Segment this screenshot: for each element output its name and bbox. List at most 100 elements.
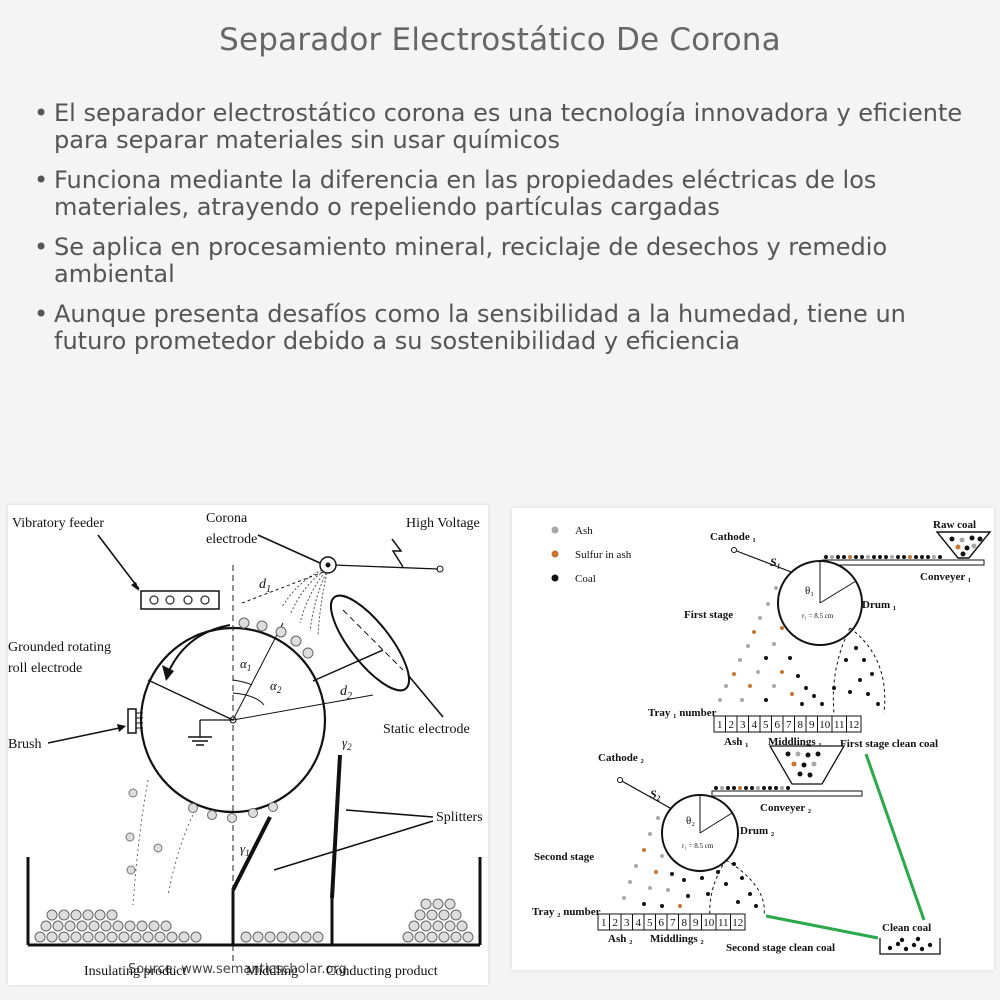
- bullet-list: El separador electrostático corona es un…: [34, 100, 964, 368]
- corona-separator-svg: Vibratory feeder Corona electrode High V…: [8, 511, 483, 979]
- label-corona: Corona: [206, 511, 248, 526]
- clean-coal-bin: [879, 938, 941, 955]
- gamma1-label: γ1: [240, 841, 250, 858]
- tray-cell-label: 5: [647, 917, 653, 929]
- clean-coal-particles: [887, 936, 933, 952]
- arrow-second-clean: [765, 914, 879, 940]
- tray-cell-label: 6: [659, 917, 665, 929]
- label-second-clean: Second stage clean coal: [726, 942, 835, 954]
- tray-cell-label: 12: [848, 719, 859, 731]
- label-brush: Brush: [8, 737, 41, 752]
- arrow-corona: [257, 534, 321, 564]
- tray-cell-label: 4: [752, 719, 758, 731]
- falling-particles: [125, 788, 163, 875]
- arrow-first-clean: [864, 753, 926, 921]
- label-theta-1: θ₁: [805, 585, 814, 597]
- tray-cell-label: 11: [834, 719, 845, 731]
- tray-cell-label: 8: [682, 917, 688, 929]
- label-conveyer-2: Conveyer ₂: [760, 802, 812, 814]
- legend-coal-swatch: [551, 574, 559, 582]
- label-r2: r₁ = 8.5 cm: [682, 842, 714, 850]
- corona-separator-diagram: Vibratory feeder Corona electrode High V…: [8, 505, 488, 985]
- tray-cell: [846, 715, 862, 733]
- label-r1: r₁ = 8.5 cm: [802, 612, 834, 620]
- page-title: Separador Electrostático De Corona: [219, 22, 781, 58]
- label-s1: S₁: [770, 555, 781, 569]
- static-electrode: [329, 594, 411, 692]
- label-drum-1: Drum ₁: [862, 599, 896, 611]
- clean-coal-boundary-2: [725, 859, 765, 917]
- label-grounded-2: roll electrode: [8, 661, 82, 676]
- tray-cell-label: 5: [763, 719, 769, 731]
- tray-cell-label: 11: [718, 917, 729, 929]
- brush-holder: [127, 708, 137, 734]
- d1-line: [241, 570, 327, 604]
- bullet-item: Aunque presenta desafíos como la sensibi…: [34, 301, 964, 355]
- label-tray-2: Tray ₂ number: [532, 906, 601, 918]
- tray-cell-label: 10: [819, 719, 831, 731]
- tray-cell-label: 3: [740, 719, 746, 731]
- d2-arrow: [312, 649, 384, 682]
- tray-cell-label: 2: [613, 917, 619, 929]
- label-cathode-1: Cathode ₁: [710, 531, 756, 543]
- brush-bristles: [136, 712, 143, 729]
- arrow-feeder: [97, 534, 140, 590]
- label-high-voltage: High Voltage: [406, 516, 480, 531]
- tray-cell-label: 6: [775, 719, 781, 731]
- label-ash-2: Ash ₂: [608, 933, 633, 945]
- legend-ash: Ash: [575, 525, 593, 537]
- alpha2-line: [232, 694, 374, 721]
- middling-pile: [240, 931, 324, 943]
- label-insulating: Insulating product: [84, 964, 186, 979]
- arrow-splitter-1: [273, 820, 434, 871]
- label-middling: Middling: [246, 964, 298, 979]
- label-conducting: Conducting product: [326, 964, 438, 979]
- tray-cell-label: 10: [703, 917, 715, 929]
- tray-cell-label: 3: [624, 917, 630, 929]
- label-tray-1: Tray ₁ number: [648, 707, 717, 719]
- two-stage-svg: Ash Sulfur in ash Coal Raw coal Conveyer…: [532, 519, 992, 955]
- conducting-pile: [402, 898, 474, 943]
- bullet-item: El separador electrostático corona es un…: [34, 100, 964, 154]
- label-static-electrode: Static electrode: [383, 722, 470, 737]
- label-ash-1: Ash ₁: [724, 736, 748, 748]
- tray-cell-label: 4: [636, 917, 642, 929]
- label-s2: S₂: [650, 787, 661, 801]
- tray-cell-label: 9: [809, 719, 815, 731]
- label-drum-2: Drum ₂: [740, 825, 775, 837]
- collection-bins: [26, 857, 482, 947]
- tray-cell-label: 9: [693, 917, 699, 929]
- second-stage-particles: [622, 816, 758, 908]
- label-middlings-2: Middlings ₂: [650, 933, 704, 945]
- middlings-hopper-particles: [785, 751, 821, 778]
- tray-cell-label: 7: [786, 719, 792, 731]
- conveyer-2-particles: [714, 786, 790, 790]
- tray-cell-label: 1: [601, 917, 607, 929]
- tray-cell-label: 7: [670, 917, 676, 929]
- source-watermark: Source: www.semanticscholar.org: [128, 962, 347, 977]
- legend-coal: Coal: [575, 573, 596, 585]
- tray-cell: [730, 913, 746, 931]
- label-electrode: electrode: [206, 532, 257, 547]
- conveyer-2: [711, 790, 863, 797]
- arrow-splitter-2: [345, 809, 434, 818]
- bullet-item: Funciona mediante la diferencia en las p…: [34, 167, 964, 221]
- arrow-brush: [47, 726, 125, 744]
- alpha2-label: α2: [270, 678, 282, 695]
- alpha1-label: α1: [240, 656, 251, 673]
- label-splitters: Splitters: [436, 810, 483, 825]
- bullet-item: Se aplica en procesamiento mineral, reci…: [34, 234, 964, 288]
- splitter-1: [231, 816, 272, 891]
- label-grounded-1: Grounded rotating: [8, 640, 111, 655]
- gamma2-label: γ2: [342, 735, 352, 752]
- insulating-pile: [34, 909, 202, 943]
- rotation-arrow: [167, 624, 231, 674]
- legend-sulfur-swatch: [551, 550, 559, 558]
- conveyer-1: [821, 559, 985, 566]
- label-vibratory-feeder: Vibratory feeder: [12, 516, 104, 531]
- tray-cell-label: 12: [732, 917, 743, 929]
- hv-terminal: [436, 565, 444, 573]
- legend: Ash Sulfur in ash Coal: [551, 525, 632, 585]
- legend-ash-swatch: [551, 526, 559, 534]
